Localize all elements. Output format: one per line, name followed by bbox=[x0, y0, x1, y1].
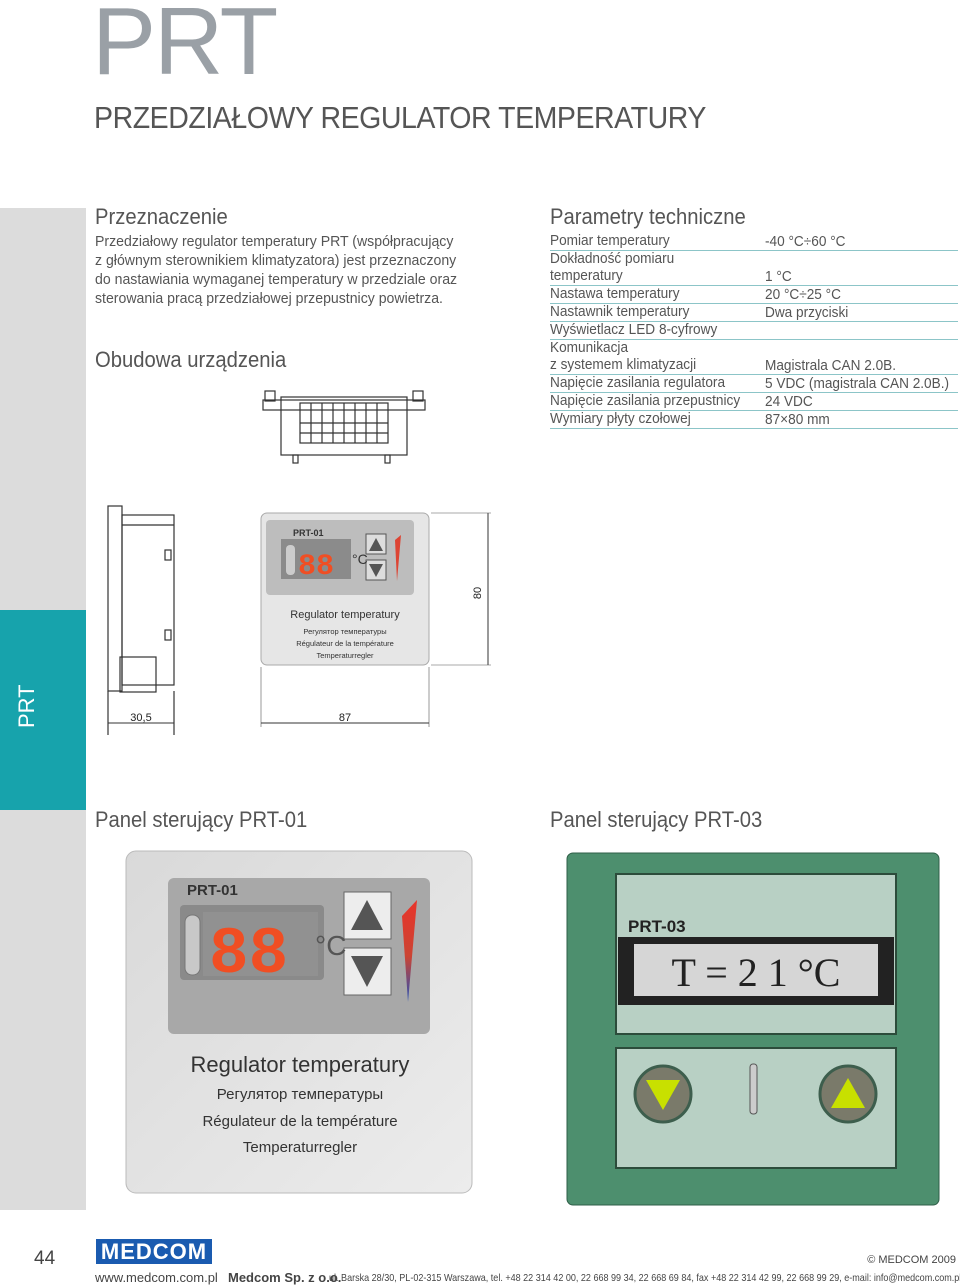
panel1-heading: Panel sterujący PRT-01 bbox=[95, 807, 308, 832]
specs-table: Pomiar temperatury -40 °C÷60 °C Dokładnoś… bbox=[550, 233, 958, 429]
spec-value: Magistrala CAN 2.0B. bbox=[765, 358, 897, 374]
footer-company: Medcom Sp. z o.o. bbox=[228, 1270, 342, 1285]
sidebar-band-bottom bbox=[0, 810, 86, 1210]
front-panel-drawing bbox=[108, 512, 491, 727]
spec-row: Nastawa temperatury 20 °C÷25 °C bbox=[550, 286, 958, 304]
spec-value: 20 °C÷25 °C bbox=[765, 287, 841, 303]
dimension-height: 80 bbox=[472, 587, 484, 599]
spec-row: Napięcie zasilania regulatora 5 VDC (magi… bbox=[550, 375, 958, 393]
footer-address: ul. Barska 28/30, PL-02-315 Warszawa, te… bbox=[329, 1272, 960, 1284]
panel1-text: Temperaturregler bbox=[243, 1139, 357, 1156]
spec-label: Nastawnik temperatury bbox=[550, 304, 690, 320]
spec-row: z systemem klimatyzacji Magistrala CAN 2.… bbox=[550, 357, 958, 375]
purpose-line: Przedziałowy regulator temperatury PRT (… bbox=[95, 233, 454, 250]
footer-copyright: © MEDCOM 2009 bbox=[867, 1254, 956, 1266]
spec-label: Komunikacja bbox=[550, 340, 629, 356]
page-number: 44 bbox=[34, 1248, 56, 1269]
spec-row: Wyświetlacz LED 8-cyfrowy bbox=[550, 322, 958, 340]
drawing-led-digits: 88 bbox=[298, 550, 334, 584]
spec-value: 24 VDC bbox=[765, 394, 813, 410]
footer-website[interactable]: www.medcom.com.pl bbox=[95, 1270, 218, 1285]
panel3-image: PRT-03 T = 2 1 °C bbox=[566, 852, 940, 1206]
housing-drawing: PRT-01 88 °C Regulator temperatury Регул… bbox=[107, 390, 491, 735]
spec-row: Pomiar temperatury -40 °C÷60 °C bbox=[550, 233, 958, 251]
spec-value: -40 °C÷60 °C bbox=[765, 234, 846, 250]
panel1-unit: °C bbox=[315, 930, 346, 961]
housing-heading: Obudowa urządzenia bbox=[95, 347, 287, 372]
purpose-text: Przedziałowy regulator temperatury PRT (… bbox=[95, 232, 515, 308]
spec-row: Nastawnik temperatury Dwa przyciski bbox=[550, 304, 958, 322]
panel1-image: PRT-01 88 °C Regulator temperatury Регул… bbox=[125, 850, 473, 1194]
drawing-panel-text: Temperaturregler bbox=[316, 651, 374, 660]
spec-label: Pomiar temperatury bbox=[550, 233, 670, 249]
panel3-heading: Panel sterujący PRT-03 bbox=[550, 807, 763, 832]
spec-label: Napięcie zasilania przepustnicy bbox=[550, 393, 741, 409]
spec-value: Dwa przyciski bbox=[765, 305, 849, 321]
page-subtitle: PRZEDZIAŁOWY REGULATOR TEMPERATURY bbox=[94, 100, 706, 135]
panel1-led-digits: 88 bbox=[209, 917, 288, 992]
spec-label: Wymiary płyty czołowej bbox=[550, 411, 691, 427]
panel1-text: Регулятор температуры bbox=[217, 1086, 383, 1103]
dimension-width: 87 bbox=[339, 712, 351, 724]
drawing-panel-text: Регулятор температуры bbox=[303, 627, 386, 636]
drawing-panel-text: Regulator temperatury bbox=[290, 609, 400, 621]
purpose-line: do nastawiania wymaganej temperatury w p… bbox=[95, 271, 458, 288]
panel3-model-label: PRT-03 bbox=[628, 917, 686, 936]
drawing-panel-text: Régulateur de la température bbox=[296, 639, 394, 648]
spec-value: 87×80 mm bbox=[765, 412, 830, 428]
side-view bbox=[107, 505, 175, 735]
sidebar-tab bbox=[0, 610, 86, 810]
spec-label: Dokładność pomiaru bbox=[550, 251, 675, 267]
sidebar-band-top bbox=[0, 208, 86, 610]
spec-row: Dokładność pomiaru bbox=[550, 251, 958, 268]
spec-row: Napięcie zasilania przepustnicy 24 VDC bbox=[550, 393, 958, 411]
page-title-code: PRT bbox=[92, 0, 278, 95]
spec-label: z systemem klimatyzacji bbox=[550, 357, 697, 373]
panel1-text: Regulator temperatury bbox=[191, 1052, 410, 1077]
top-view bbox=[262, 390, 426, 464]
purpose-line: sterowania pracą przedziałowej przepustn… bbox=[95, 290, 443, 307]
company-logo: MEDCOM bbox=[96, 1239, 212, 1264]
spec-label: Nastawa temperatury bbox=[550, 286, 680, 302]
spec-label: Napięcie zasilania regulatora bbox=[550, 375, 726, 391]
spec-row: Wymiary płyty czołowej 87×80 mm bbox=[550, 411, 958, 429]
specs-heading: Parametry techniczne bbox=[550, 204, 746, 229]
purpose-line: z głównym sterownikiem klimatyzatora) je… bbox=[95, 252, 457, 269]
spec-label: Wyświetlacz LED 8-cyfrowy bbox=[550, 322, 718, 338]
spec-row: Komunikacja bbox=[550, 340, 958, 357]
purpose-heading: Przeznaczenie bbox=[95, 204, 228, 229]
drawing-unit: °C bbox=[352, 551, 368, 567]
dimension-depth: 30,5 bbox=[130, 712, 151, 724]
spec-value: 1 °C bbox=[765, 269, 792, 285]
spec-value: 5 VDC (magistrala CAN 2.0B.) bbox=[765, 376, 950, 392]
drawing-model-label: PRT-01 bbox=[293, 528, 324, 538]
panel1-model-label: PRT-01 bbox=[187, 882, 238, 899]
sidebar-tab-label: PRT bbox=[14, 684, 39, 728]
panel1-text: Régulateur de la température bbox=[202, 1113, 397, 1130]
spec-label: temperatury bbox=[550, 268, 623, 284]
panel3-display: T = 2 1 °C bbox=[672, 950, 841, 995]
spec-row: temperatury 1 °C bbox=[550, 268, 958, 286]
